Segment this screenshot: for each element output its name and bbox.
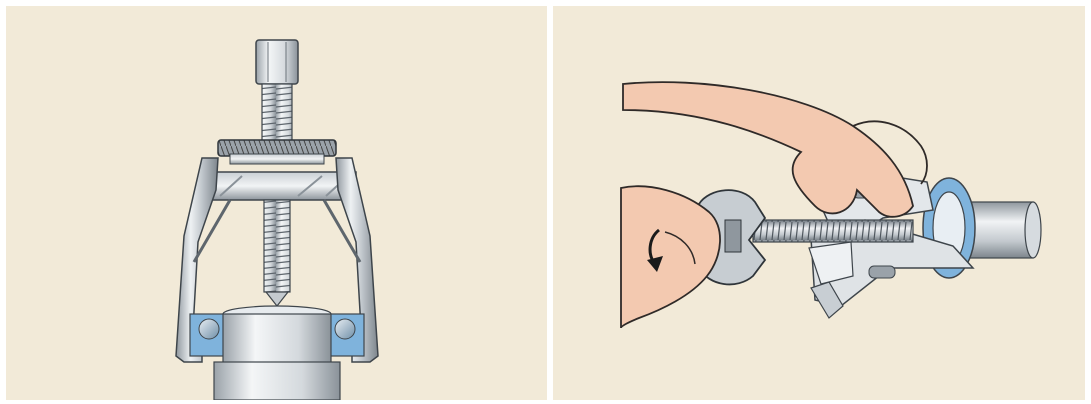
bearing-puller-cross-section-icon	[6, 6, 547, 400]
crossbar	[200, 172, 356, 200]
hands-wrench-bearing-puller-icon	[553, 6, 1085, 400]
knurled-nut	[218, 140, 336, 164]
spindle-tip	[266, 292, 288, 306]
upper-spindle	[262, 84, 292, 142]
shaft	[214, 306, 340, 400]
spindle	[753, 220, 913, 242]
lower-spindle	[264, 200, 290, 292]
bearing-puller-cross-section-panel	[6, 6, 547, 400]
hands-wrench-panel	[553, 6, 1085, 400]
hex-head	[256, 40, 298, 84]
